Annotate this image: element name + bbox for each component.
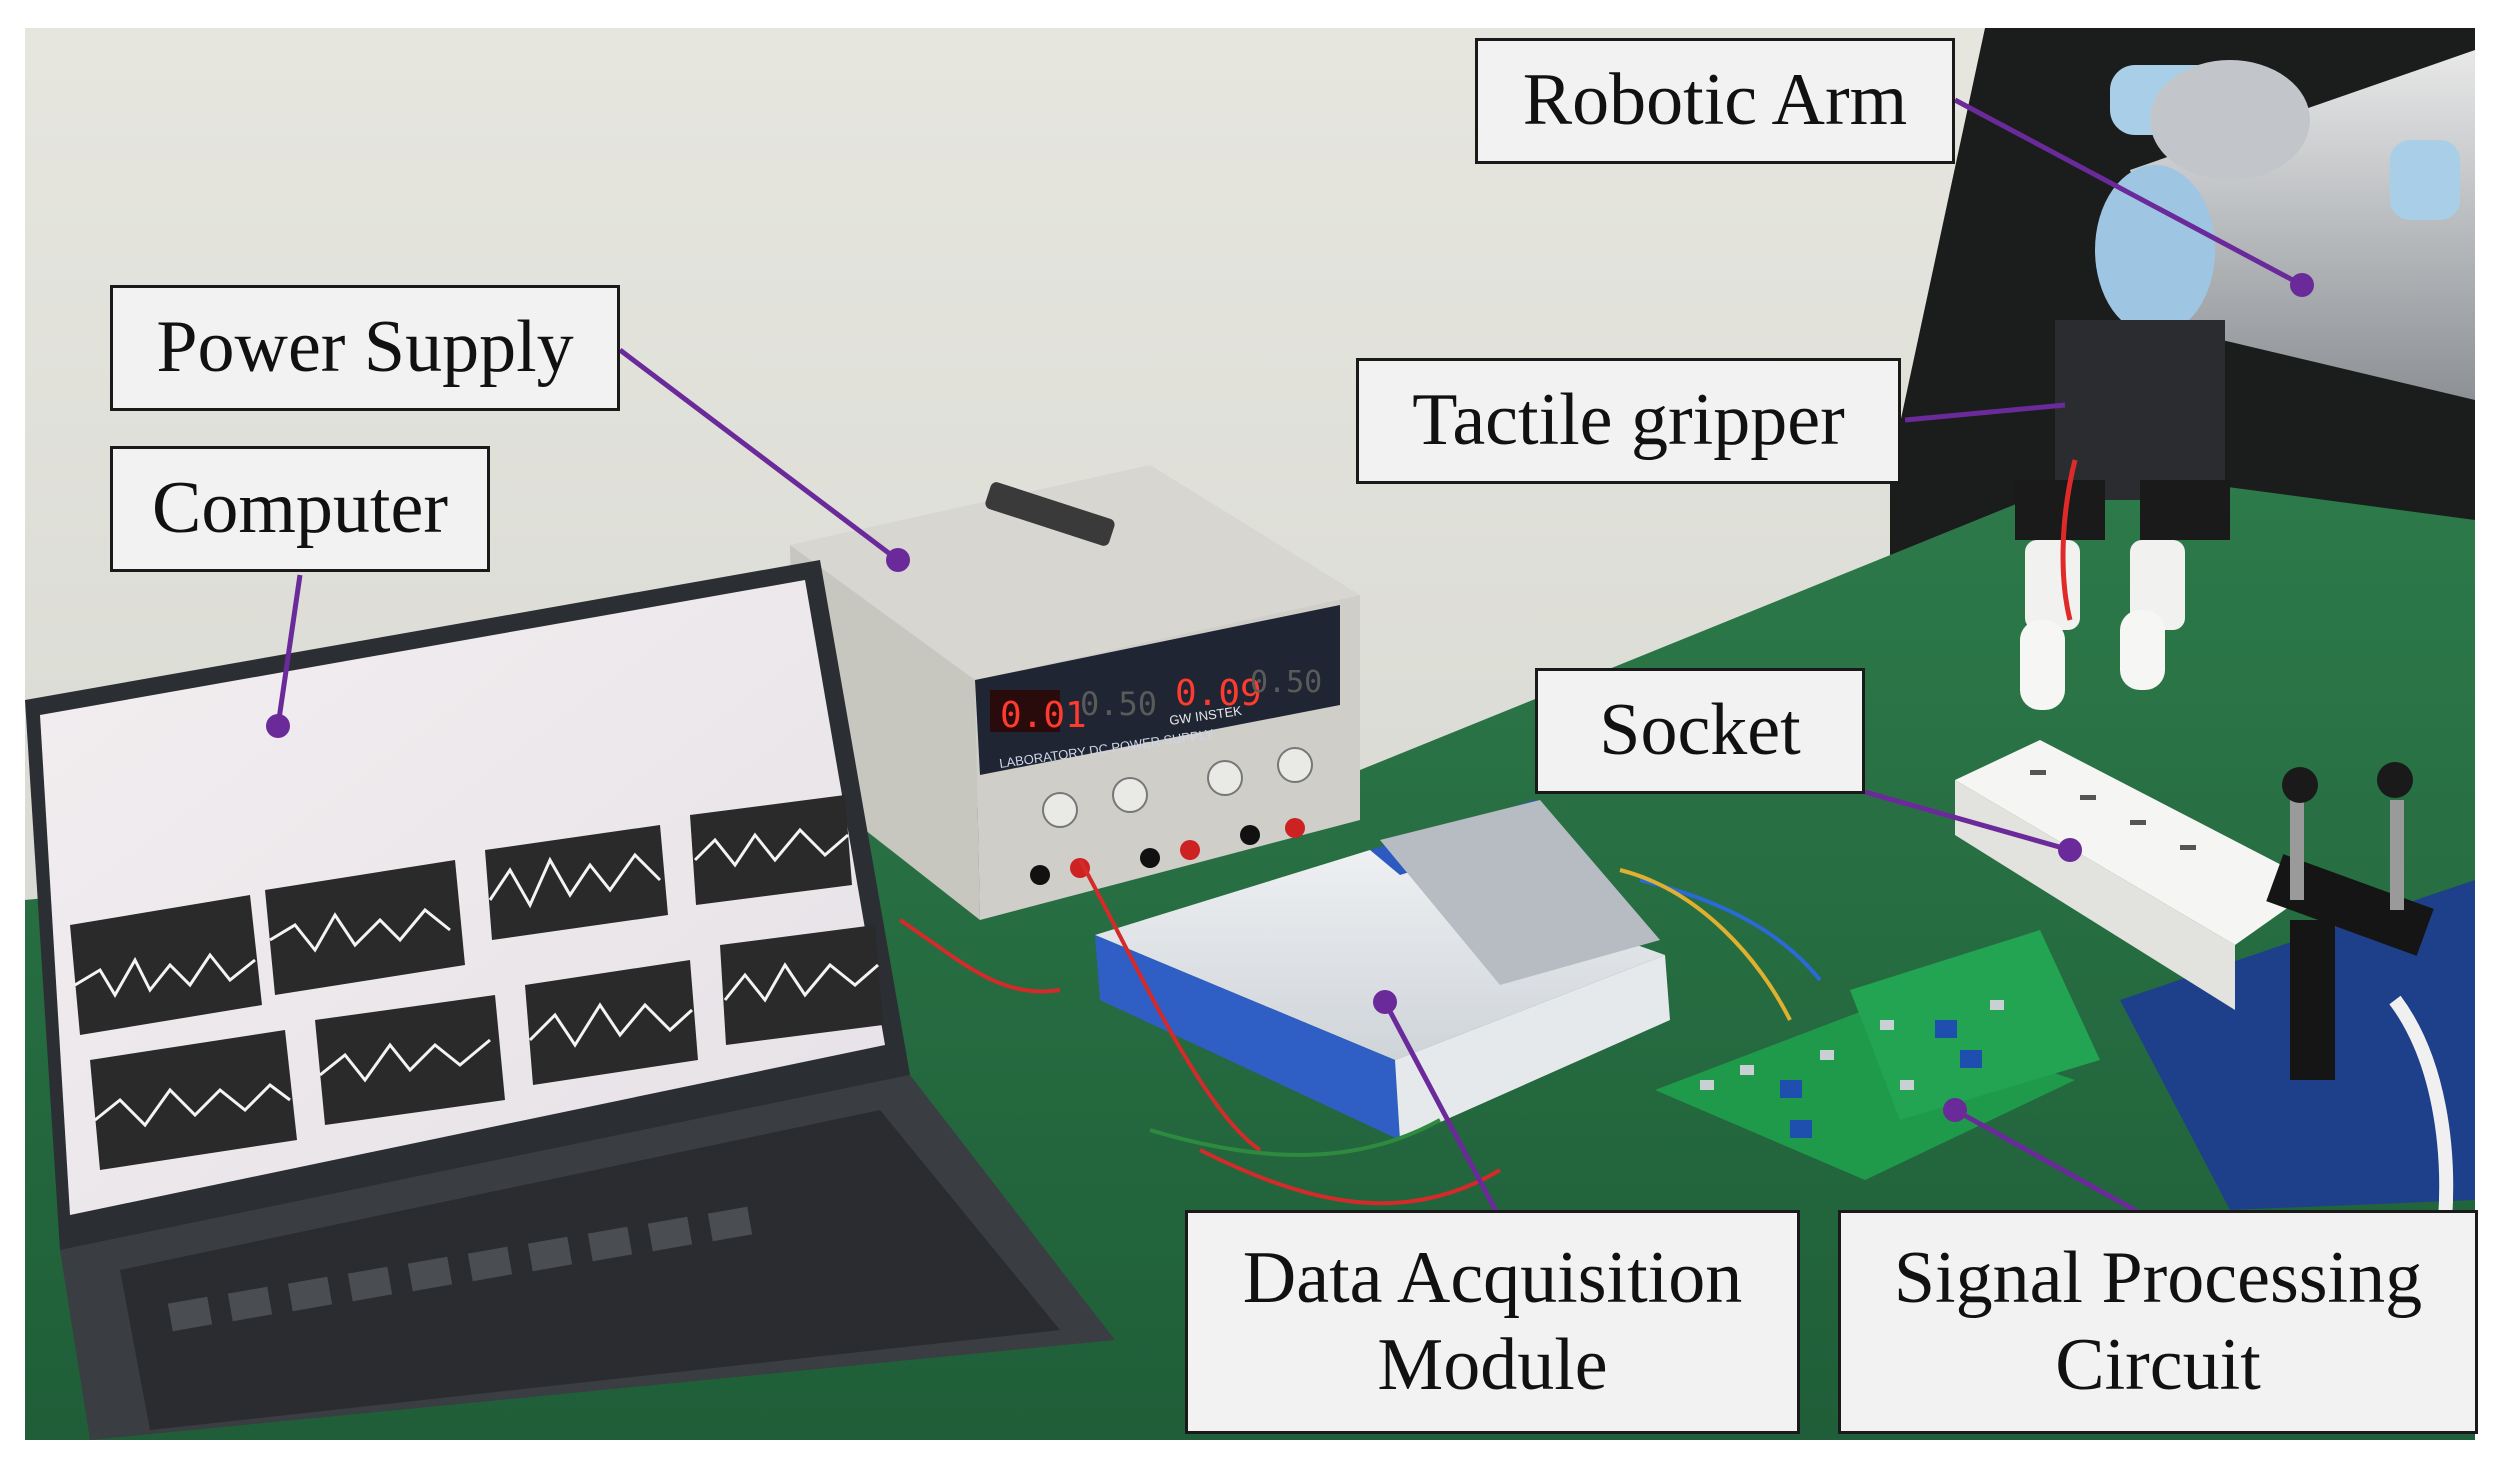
label-robotic-arm: Robotic Arm bbox=[1475, 38, 1955, 164]
ps-display-right: 0.09 bbox=[1175, 673, 1262, 714]
label-tactile-gripper-text: Tactile gripper bbox=[1412, 379, 1845, 462]
leader-computer bbox=[275, 574, 303, 727]
leader-robotic-arm bbox=[1953, 97, 2304, 288]
label-computer-text: Computer bbox=[152, 467, 448, 550]
daq-module-device bbox=[1095, 800, 1670, 1140]
leader-tactile-gripper bbox=[1904, 402, 2066, 423]
tactile-gripper-device bbox=[2015, 320, 2230, 710]
label-power-supply: Power Supply bbox=[110, 285, 620, 411]
ps-display-left: 0.01 bbox=[1000, 695, 1087, 736]
label-computer: Computer bbox=[110, 446, 490, 572]
label-daq-line2: Module bbox=[1377, 1324, 1608, 1406]
label-power-supply-text: Power Supply bbox=[156, 306, 574, 389]
label-signal-processing-circuit: Signal Processing Circuit bbox=[1838, 1210, 2478, 1434]
label-spc-line2: Circuit bbox=[2055, 1324, 2261, 1406]
label-data-acquisition-module: Data Acquisition Module bbox=[1185, 1210, 1800, 1434]
leader-lines bbox=[275, 97, 2304, 1216]
label-socket: Socket bbox=[1535, 668, 1865, 794]
leader-dots bbox=[266, 273, 2314, 1122]
table-clamp bbox=[2266, 762, 2454, 1221]
ps-display-far: 0.50 bbox=[1250, 665, 1322, 700]
label-socket-text: Socket bbox=[1599, 689, 1801, 772]
leader-socket bbox=[1864, 789, 2071, 853]
leader-power-supply bbox=[618, 348, 900, 562]
label-daq-line1: Data Acquisition bbox=[1242, 1236, 1743, 1319]
laptop-computer bbox=[25, 560, 1115, 1440]
label-tactile-gripper: Tactile gripper bbox=[1356, 358, 1901, 484]
ps-display-mid: 0.50 bbox=[1080, 685, 1157, 723]
leader-spc bbox=[1953, 1107, 2142, 1216]
leader-daq bbox=[1382, 1000, 1500, 1215]
power-supply-device: 0.01 0.50 0.09 0.50 LABORATORY DC POWER … bbox=[790, 465, 1360, 920]
cables bbox=[898, 859, 1822, 1206]
label-robotic-arm-text: Robotic Arm bbox=[1522, 59, 1908, 142]
label-spc-line1: Signal Processing bbox=[1893, 1236, 2423, 1319]
signal-processing-board bbox=[1655, 930, 2100, 1180]
